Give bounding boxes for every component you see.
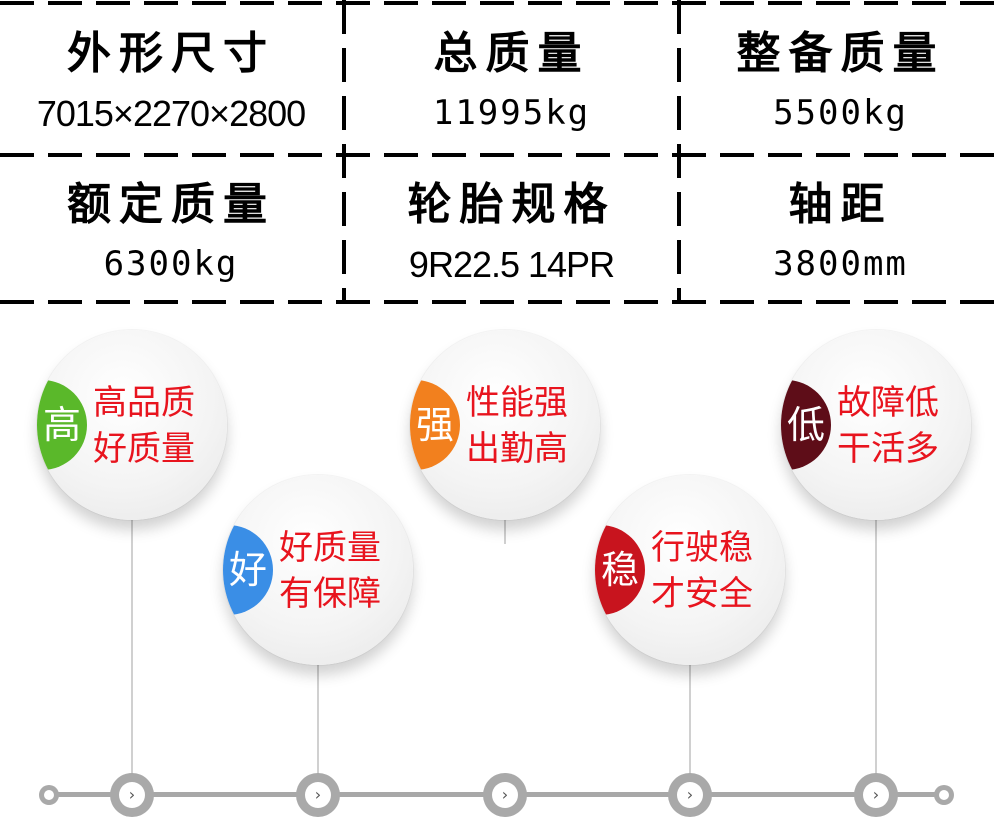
spec-cell-tire-spec: 轮胎规格 9R22.5 14PR xyxy=(346,183,677,283)
slogan-line-1: 好质量 xyxy=(279,528,381,568)
chevron-right-icon: › xyxy=(305,782,331,808)
feature-slogan: 高品质 好质量 xyxy=(93,380,195,472)
spec-label: 外形尺寸 xyxy=(67,28,275,79)
slogan-line-1: 故障低 xyxy=(837,383,939,423)
slogan-line-2: 干活多 xyxy=(837,429,939,469)
slogan-line-2: 有保障 xyxy=(279,574,381,614)
chevron-right-icon: › xyxy=(863,782,889,808)
spec-cell-gross-mass: 总质量 11995kg xyxy=(346,28,677,133)
feature-circle-high-quality: 高 高品质 好质量 xyxy=(37,330,227,520)
slogan-line-1: 高品质 xyxy=(93,383,195,423)
spec-label: 轴距 xyxy=(788,179,893,230)
spec-value: 3800mm xyxy=(773,244,908,284)
dashed-divider-middle xyxy=(0,153,1000,157)
feature-slogan: 性能强 出勤高 xyxy=(466,380,568,472)
timeline-node-2[interactable]: › xyxy=(296,773,340,817)
feature-circle-good-quality: 好 好质量 有保障 xyxy=(223,475,413,665)
dashed-divider-bottom xyxy=(0,300,1000,304)
connector-line-3 xyxy=(504,520,507,544)
spec-cell-dimensions: 外形尺寸 7015×2270×2800 xyxy=(0,32,342,132)
dashed-divider-col2 xyxy=(677,0,681,302)
timeline-node-3[interactable]: › xyxy=(483,773,527,817)
spec-label: 整备质量 xyxy=(736,28,945,79)
spec-cell-curb-mass: 整备质量 5500kg xyxy=(681,28,1000,133)
spec-value: 11995kg xyxy=(432,93,591,133)
feature-circle-stable-driving: 稳 行驶稳 才安全 xyxy=(595,475,785,665)
spec-label: 总质量 xyxy=(433,28,590,79)
slogan-line-1: 行驶稳 xyxy=(651,528,753,568)
connector-line-2 xyxy=(317,665,320,775)
timeline-node-1[interactable]: › xyxy=(110,773,154,817)
slogan-line-2: 好质量 xyxy=(93,429,195,469)
badge-char: 高 xyxy=(42,403,81,447)
feature-circle-low-failure: 低 故障低 干活多 xyxy=(781,330,971,520)
spec-label: 轮胎规格 xyxy=(407,179,616,230)
feature-slogan: 故障低 干活多 xyxy=(837,380,939,472)
feature-circle-strong-performance: 强 性能强 出勤高 xyxy=(410,330,600,520)
spec-value: 9R22.5 14PR xyxy=(408,244,615,285)
badge-char: 好 xyxy=(228,548,267,592)
connector-line-1 xyxy=(131,520,134,776)
feature-slogan: 行驶稳 才安全 xyxy=(651,525,753,617)
spec-value: 5500kg xyxy=(773,93,908,133)
connector-line-5 xyxy=(875,520,878,776)
spec-value: 7015×2270×2800 xyxy=(36,93,306,134)
timeline-start-ring-icon xyxy=(39,785,59,805)
spec-cell-wheelbase: 轴距 3800mm xyxy=(681,179,1000,284)
spec-label: 额定质量 xyxy=(67,179,275,230)
spec-value: 6300kg xyxy=(103,244,239,284)
feature-slogan: 好质量 有保障 xyxy=(279,525,381,617)
dashed-divider-top xyxy=(0,1,1000,5)
badge-char: 稳 xyxy=(600,548,639,592)
chevron-right-icon: › xyxy=(119,782,145,808)
timeline-node-5[interactable]: › xyxy=(854,773,898,817)
timeline-end-ring-icon xyxy=(934,785,954,805)
timeline-node-4[interactable]: › xyxy=(668,773,712,817)
slogan-line-2: 才安全 xyxy=(651,574,753,614)
chevron-right-icon: › xyxy=(492,782,518,808)
spec-cell-rated-mass: 额定质量 6300kg xyxy=(0,179,342,284)
chevron-right-icon: › xyxy=(677,782,703,808)
badge-char: 低 xyxy=(786,403,825,447)
slogan-line-1: 性能强 xyxy=(466,383,568,423)
connector-line-4 xyxy=(689,665,692,775)
badge-char: 强 xyxy=(415,403,454,447)
dashed-divider-col1 xyxy=(342,0,346,302)
slogan-line-2: 出勤高 xyxy=(466,429,568,469)
